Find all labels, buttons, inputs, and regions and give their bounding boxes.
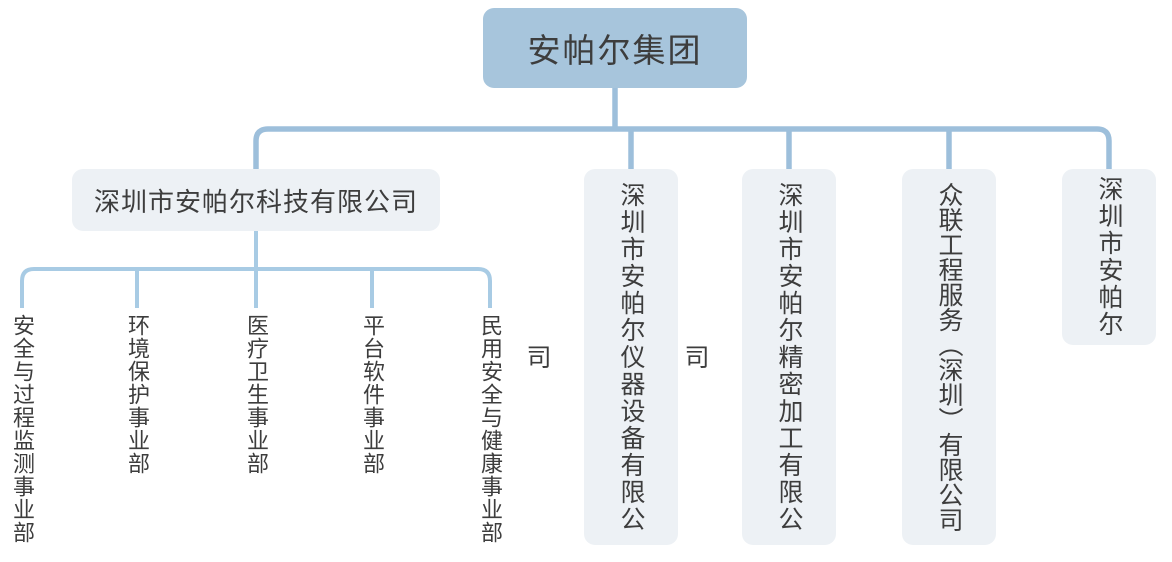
node-dept-civil-safety-health: 民用安全与健康事业部 <box>478 314 503 544</box>
node-dept-platform-software: 平台软件事业部 <box>360 314 385 475</box>
node-company-anpaer: 深圳市安帕尔 <box>1062 169 1156 345</box>
node-dept-safety-process-monitoring: 安全与过程监测事业部 <box>10 314 35 544</box>
level2-rail-line <box>20 267 492 308</box>
node-dept-environmental-protection: 环境保护事业部 <box>125 314 150 475</box>
node-company-instruments: 深圳市安帕尔仪器设备有限公司 <box>523 169 678 545</box>
node-company-precision: 深圳市安帕尔精密加工有限公司 <box>681 169 836 545</box>
node-company-zhonglian: 众联工程服务（深圳）有限公司 <box>902 169 996 545</box>
node-company-tech: 深圳市安帕尔科技有限公司 <box>72 169 440 231</box>
node-group-root: 安帕尔集团 <box>483 8 747 88</box>
node-dept-medical-health: 医疗卫生事业部 <box>244 314 269 475</box>
level1-rail-line <box>253 126 1112 174</box>
